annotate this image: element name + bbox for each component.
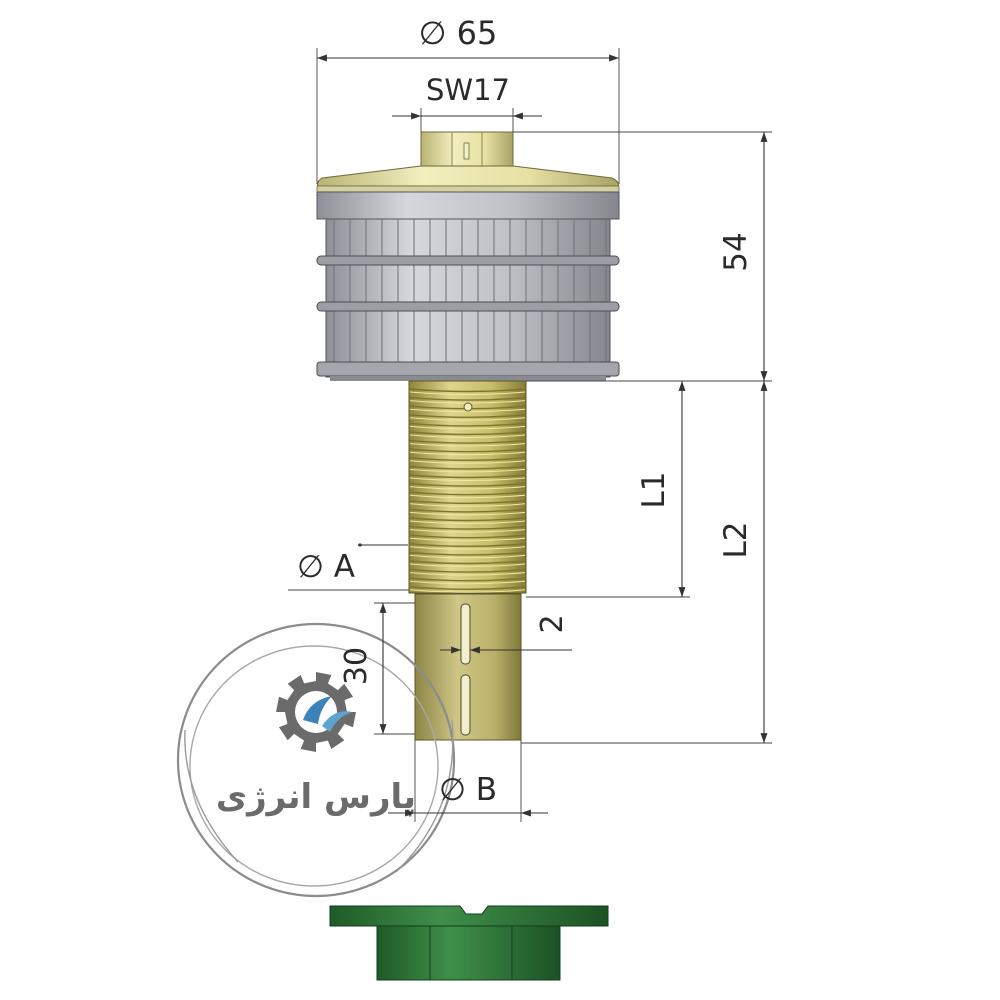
thread-groove [409,543,526,547]
screen-slats [333,219,607,376]
dim-length-2: L2 [521,381,772,744]
thread-groove [409,577,526,582]
thread-highlight [409,554,526,559]
thread-groove [409,431,526,436]
thread-groove [409,388,526,393]
thread-highlight [409,572,526,576]
dim-wrench-size: SW17 [392,73,542,132]
thread-groove [409,517,526,522]
thread-groove [409,500,526,504]
thread-highlight [409,477,526,481]
thread-groove [409,482,526,487]
tail-diameter-label: ∅ B [439,772,497,808]
slotted-tail [414,593,522,741]
thread-highlight [409,494,526,499]
dim-tail-diameter: ∅ B [388,740,548,822]
thread-highlight [409,563,526,567]
tail-length-label: 30 [339,647,374,685]
thread-highlight [409,529,526,533]
thread-groove [409,525,526,530]
thread-groove [409,439,526,444]
mounting-base [329,905,609,981]
thread-groove [409,465,526,470]
outer-diameter-label: ∅ 65 [419,14,498,52]
cap [316,165,620,193]
length-1-label: L1 [636,472,672,509]
thread-highlight [409,546,526,550]
thread-highlight [409,468,526,473]
dim-tail-length: 30 [339,602,415,735]
thread-highlight [409,417,526,421]
wrench-size-label: SW17 [426,73,510,107]
dim-head-height: 54 [513,131,772,382]
wire-screen [316,191,620,381]
dim-outer-diameter: ∅ 65 [316,14,620,184]
thread-groove [409,551,526,556]
dim-slot-width: 2 [440,614,572,654]
thread-groove [409,534,526,539]
thread-highlight [409,451,526,456]
thread-groove [409,508,526,513]
thread-highlight [409,580,526,585]
thread-groove [409,491,526,496]
dimension-annotations: ∅ 65 SW17 54 L1 L2 [288,14,772,822]
thread-highlight [409,434,526,438]
hex-nut [420,131,514,167]
thread-highlight [409,520,526,524]
thread-groove [409,586,526,590]
nozzle-part [316,131,620,981]
thread-groove [409,414,526,418]
logo-text: پارس انرژی [216,777,416,817]
water-drop-icon [303,696,352,732]
thread-highlight [409,391,526,395]
length-2-label: L2 [718,522,754,559]
thread-groove [409,448,526,453]
head-height-label: 54 [718,232,754,271]
threaded-stem [408,380,527,594]
thread-highlight [409,589,526,593]
dim-thread-diameter: ∅ A [288,543,409,591]
thread-highlight [409,408,526,413]
thread-highlight [409,537,526,542]
thread-groove [409,568,526,573]
thread-groove [409,457,526,461]
thread-highlight [409,486,526,490]
company-logo: پارس انرژی [176,622,456,898]
dim-length-1: L1 [526,380,690,598]
thread-highlight [409,443,526,447]
thread-diameter-label: ∅ A [297,549,355,585]
thread-highlight [409,460,526,464]
thread-groove [409,474,526,479]
thread-groove [409,560,526,565]
thread-groove [409,422,526,427]
thread-highlight [409,503,526,507]
thread-highlight [409,425,526,430]
thread-highlight [409,511,526,516]
thread-groove [409,396,526,401]
slot-width-label: 2 [535,614,570,633]
